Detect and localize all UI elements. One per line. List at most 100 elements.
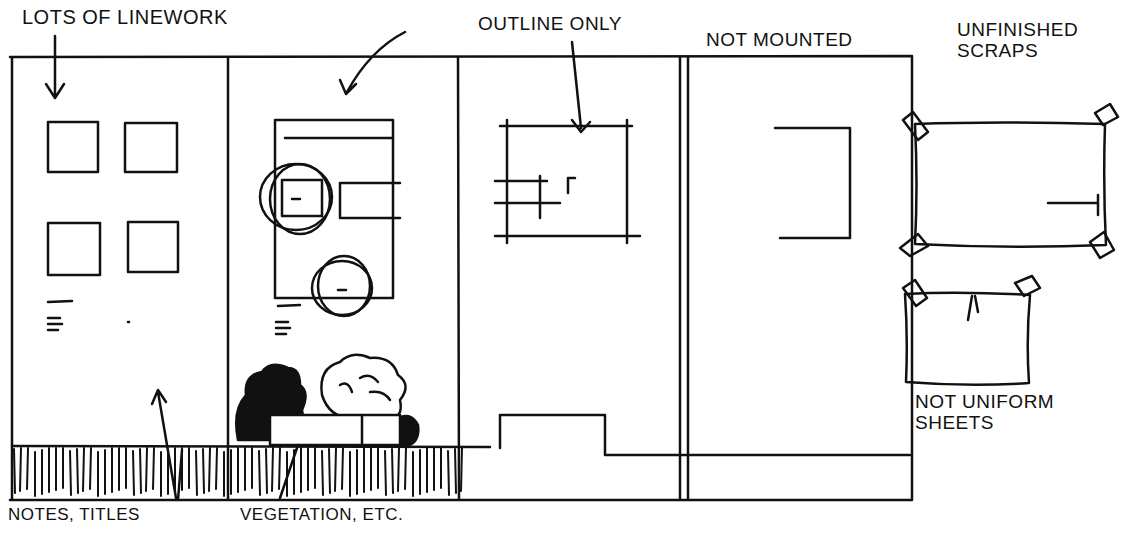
hatch-line [244, 448, 246, 490]
hatch-line [48, 448, 50, 492]
scrap-line [968, 296, 978, 320]
hatch-line [377, 448, 379, 488]
hatch-line [34, 452, 36, 496]
detail-rect [282, 180, 322, 216]
scrap-line [1048, 195, 1098, 215]
hatch-line [349, 452, 351, 496]
hatch-line [322, 451, 323, 495]
hatch-line [27, 448, 28, 489]
hatch-line [104, 450, 106, 494]
leader-arrow [152, 390, 176, 498]
hatch-line [20, 448, 21, 491]
hatch-line [363, 448, 365, 492]
hatch-line [70, 451, 71, 495]
detail-circle [270, 164, 330, 234]
hatch-line [419, 450, 421, 494]
ground-hatching [14, 448, 462, 496]
hatch-line [55, 448, 57, 490]
annotation-label: OUTLINE ONLY [478, 14, 678, 35]
hatch-line [83, 448, 84, 491]
drawing-square [48, 223, 100, 275]
hatch-line [461, 448, 462, 491]
hatch-line [251, 448, 253, 488]
text-lines [276, 305, 300, 334]
hatch-line [133, 451, 134, 495]
annotation-label: NOT UNIFORM SHEETS [915, 392, 1065, 434]
detail-mark [338, 289, 346, 292]
hatch-line [433, 448, 435, 490]
ground-line [12, 446, 490, 447]
leader-arrow [46, 36, 64, 98]
hatch-line [300, 448, 302, 492]
leader-line [178, 445, 298, 500]
outline-bracket [775, 128, 850, 238]
annotation-label: NOT MOUNTED [706, 30, 906, 51]
planter-divider [361, 415, 364, 445]
hatch-line [223, 452, 225, 496]
drawing-square [125, 123, 177, 172]
hatch-line [259, 451, 260, 495]
hatch-line [426, 448, 428, 492]
hatch-line [272, 448, 273, 491]
annotation-label: NOTES, TITLES [8, 506, 208, 525]
board-outline [10, 56, 912, 500]
hatch-line [392, 449, 393, 493]
annotation-label: LOTS OF LINEWORK [22, 6, 322, 28]
hatch-line [62, 448, 64, 488]
hatch-line [356, 450, 358, 494]
hatch-line [111, 448, 113, 492]
hatch-line [455, 449, 456, 493]
detail-mark [292, 198, 300, 201]
hatch-line [209, 448, 210, 491]
hatch-line [230, 450, 232, 494]
hatch-line [335, 448, 336, 491]
text-lines [48, 301, 129, 330]
hatch-line [342, 448, 343, 489]
hatch-line [97, 452, 99, 496]
hatch-line [329, 449, 330, 493]
hatch-line [412, 452, 414, 496]
board-divider [228, 57, 688, 499]
hatch-line [203, 449, 204, 493]
leader-arrow [340, 32, 405, 94]
hatch-line [77, 449, 78, 493]
hatch-line [140, 449, 141, 493]
tape-piece [903, 276, 1040, 306]
hatch-line [41, 450, 43, 494]
detail-circle [318, 256, 370, 316]
hatch-line [153, 448, 154, 489]
hatch-line [237, 448, 239, 492]
hatch-line [385, 451, 386, 495]
hatch-line [125, 448, 127, 488]
hatch-line [398, 448, 399, 491]
annotation-label: UNFINISHED SCRAPS [957, 20, 1097, 62]
drawing-square [128, 222, 178, 272]
hatch-line [188, 448, 190, 488]
hatch-line [279, 448, 280, 489]
hatch-line [196, 451, 197, 495]
hatch-line [314, 448, 316, 488]
hatch-line [405, 448, 406, 489]
hatch-line [370, 448, 372, 490]
annotation-label: VEGETATION, ETC. [240, 506, 460, 525]
tape-piece [900, 104, 1118, 258]
elevation-bracket [500, 415, 910, 455]
hatch-line [266, 449, 267, 493]
scrap-sheet [905, 293, 1030, 385]
hatch-line [14, 449, 15, 493]
scrap-sheet [915, 123, 1106, 247]
drawing-square [48, 122, 98, 172]
planter-box [270, 415, 400, 445]
hatch-line [118, 448, 120, 490]
outline-plan [495, 120, 640, 243]
hatch-line [216, 448, 217, 489]
plan-lines [285, 138, 400, 218]
hatch-line [440, 448, 442, 488]
vegetation-tree [321, 355, 405, 424]
hatch-line [307, 448, 309, 490]
hatch-line [90, 448, 91, 489]
hatch-line [160, 452, 162, 496]
leader-arrow [572, 42, 590, 132]
